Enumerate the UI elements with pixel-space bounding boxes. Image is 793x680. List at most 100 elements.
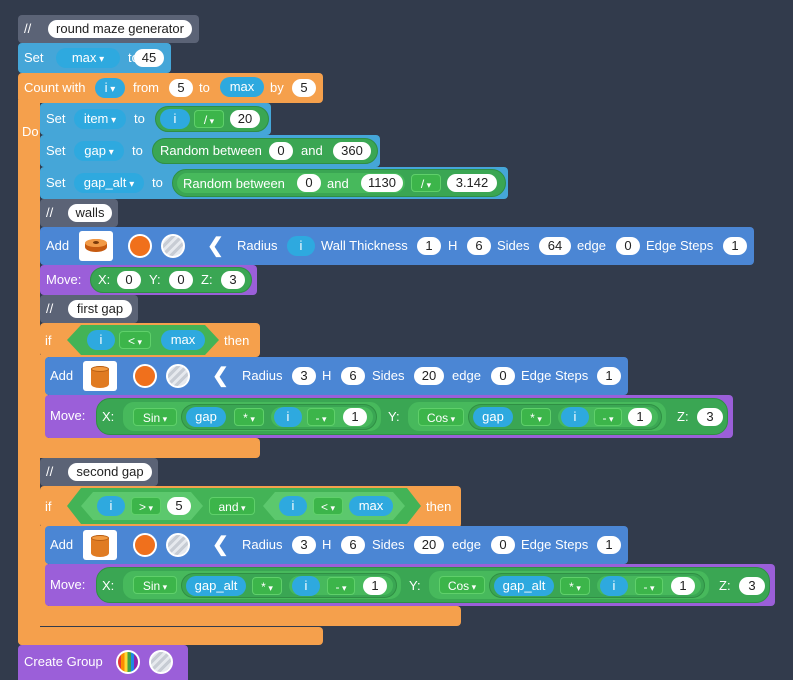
compare-condition-left[interactable]: i > 5	[81, 492, 203, 520]
xyz-vector[interactable]: X: 0 Y: 0 Z: 3	[90, 267, 252, 293]
subtract-expression[interactable]: i - 1	[270, 406, 374, 428]
cos-dropdown[interactable]: Cos	[418, 408, 464, 426]
var-dropdown-item[interactable]: item	[74, 109, 126, 129]
add-cylinder-block-second[interactable]: Add ❮ Radius 3 H 6 Sides 20 edge 0 Edge …	[45, 526, 628, 564]
random-min[interactable]: 0	[297, 174, 321, 192]
cos-expression[interactable]: Cos gap_alt * i - 1	[428, 570, 710, 600]
orange-color-icon[interactable]	[133, 364, 157, 388]
set-item-block[interactable]: Set item to i / 20	[40, 103, 271, 135]
cylinder-icon[interactable]	[83, 530, 117, 560]
random-between-expression[interactable]: Random between 0 and 360	[152, 138, 378, 164]
multiply-expression[interactable]: gap_alt * i - 1	[181, 573, 397, 598]
divide-operator-dropdown[interactable]: /	[411, 174, 441, 192]
radius-value[interactable]: 3	[292, 367, 316, 385]
edge-value[interactable]: 0	[616, 237, 640, 255]
var-i[interactable]: i	[160, 109, 190, 129]
h-value[interactable]: 6	[341, 536, 365, 554]
var-i[interactable]: i	[561, 407, 589, 427]
striped-texture-icon[interactable]	[166, 533, 190, 557]
collapse-chevron-icon[interactable]: ❮	[212, 365, 229, 387]
comment-block-title[interactable]: // round maze generator	[18, 15, 199, 43]
comment-block-walls[interactable]: // walls	[40, 199, 118, 227]
and-operator-dropdown[interactable]: and	[209, 497, 255, 515]
edge-steps-value[interactable]: 1	[723, 237, 747, 255]
divisor-value[interactable]: 3.142	[447, 174, 497, 192]
var-i[interactable]: i	[274, 407, 302, 427]
h-value[interactable]: 6	[467, 237, 491, 255]
move-block-first[interactable]: Move: X: Sin gap * i - 1 Y: Cos gap * i	[45, 395, 733, 438]
compare-operator-dropdown[interactable]: <	[313, 497, 343, 515]
radius-value[interactable]: 3	[292, 536, 316, 554]
multiply-expression[interactable]: gap_alt * i - 1	[489, 573, 705, 598]
comment-text[interactable]: round maze generator	[48, 20, 192, 38]
value-5[interactable]: 5	[167, 497, 191, 515]
minus-operator-dropdown[interactable]: -	[307, 408, 335, 426]
var-gap[interactable]: gap	[473, 407, 513, 427]
compare-operator-dropdown[interactable]: <	[119, 331, 151, 349]
sin-expression[interactable]: Sin gap * i - 1	[122, 401, 382, 432]
striped-texture-icon[interactable]	[149, 650, 173, 674]
sides-value[interactable]: 20	[414, 367, 444, 385]
minus-operator-dropdown[interactable]: -	[635, 577, 663, 595]
comment-block-second-gap[interactable]: // second gap	[40, 458, 158, 486]
add-cylinder-block-first[interactable]: Add ❮ Radius 3 H 6 Sides 20 edge 0 Edge …	[45, 357, 628, 395]
var-dropdown-gap-alt[interactable]: gap_alt	[74, 173, 144, 193]
rainbow-color-icon[interactable]	[116, 650, 140, 674]
from-value[interactable]: 5	[169, 79, 193, 97]
radius-var-i[interactable]: i	[287, 236, 315, 256]
value-45[interactable]: 45	[134, 49, 164, 67]
divisor-value[interactable]: 20	[230, 110, 260, 128]
value-1[interactable]: 1	[343, 408, 367, 426]
minus-operator-dropdown[interactable]: -	[327, 577, 355, 595]
edge-value[interactable]: 0	[491, 367, 515, 385]
comment-text[interactable]: second gap	[68, 463, 152, 481]
var-max[interactable]: max	[349, 496, 393, 516]
divide-operator-dropdown[interactable]: /	[194, 110, 224, 128]
multiply-operator-dropdown[interactable]: *	[252, 577, 282, 595]
multiply-expression[interactable]: gap * i - 1	[468, 404, 662, 430]
compare-operator-dropdown[interactable]: >	[131, 497, 161, 515]
comment-block-first-gap[interactable]: // first gap	[40, 295, 138, 323]
add-wall-cylinder-block[interactable]: Add ❮ Radius i Wall Thickness 1 H 6 Side…	[40, 227, 754, 265]
comment-text[interactable]: walls	[68, 204, 112, 222]
by-value[interactable]: 5	[292, 79, 316, 97]
multiply-operator-dropdown[interactable]: *	[560, 577, 590, 595]
cos-dropdown[interactable]: Cos	[439, 576, 485, 594]
create-group-block[interactable]: Create Group	[18, 645, 188, 680]
set-max-block[interactable]: Set max to 45	[18, 43, 171, 73]
value-1[interactable]: 1	[671, 577, 695, 595]
z-value[interactable]: 3	[739, 577, 765, 595]
xyz-vector[interactable]: X: Sin gap_alt * i - 1 Y: Cos gap_alt * …	[96, 567, 770, 603]
set-gap-alt-block[interactable]: Set gap_alt to Random between 0 and 1130…	[40, 167, 508, 199]
var-i[interactable]: i	[292, 576, 320, 596]
sin-expression[interactable]: Sin gap_alt * i - 1	[122, 570, 402, 600]
edge-steps-value[interactable]: 1	[597, 367, 621, 385]
loop-var-i[interactable]: i	[95, 78, 125, 98]
collapse-chevron-icon[interactable]: ❮	[207, 235, 224, 257]
collapse-chevron-icon[interactable]: ❮	[212, 534, 229, 556]
z-value[interactable]: 3	[697, 408, 723, 426]
cylinder-icon[interactable]	[83, 361, 117, 391]
cos-expression[interactable]: Cos gap * i - 1	[407, 401, 667, 432]
sides-value[interactable]: 20	[414, 536, 444, 554]
orange-color-icon[interactable]	[128, 234, 152, 258]
striped-texture-icon[interactable]	[166, 364, 190, 388]
sin-dropdown[interactable]: Sin	[133, 408, 177, 426]
value-1[interactable]: 1	[628, 408, 652, 426]
var-i[interactable]: i	[87, 330, 115, 350]
var-gap-alt[interactable]: gap_alt	[186, 576, 246, 596]
compare-condition-right[interactable]: i < max	[263, 492, 405, 520]
var-i[interactable]: i	[279, 496, 307, 516]
random-max[interactable]: 1130	[361, 174, 403, 192]
var-gap[interactable]: gap	[186, 407, 226, 427]
var-dropdown-gap[interactable]: gap	[74, 141, 124, 161]
striped-texture-icon[interactable]	[161, 234, 185, 258]
orange-color-icon[interactable]	[133, 533, 157, 557]
comment-text[interactable]: first gap	[68, 300, 132, 318]
to-var-max[interactable]: max	[220, 77, 264, 97]
move-walls-block[interactable]: Move: X: 0 Y: 0 Z: 3	[40, 265, 257, 295]
multiply-expression[interactable]: gap * i - 1	[181, 404, 377, 430]
edge-steps-value[interactable]: 1	[597, 536, 621, 554]
h-value[interactable]: 6	[341, 367, 365, 385]
xyz-vector[interactable]: X: Sin gap * i - 1 Y: Cos gap * i -	[96, 398, 728, 435]
